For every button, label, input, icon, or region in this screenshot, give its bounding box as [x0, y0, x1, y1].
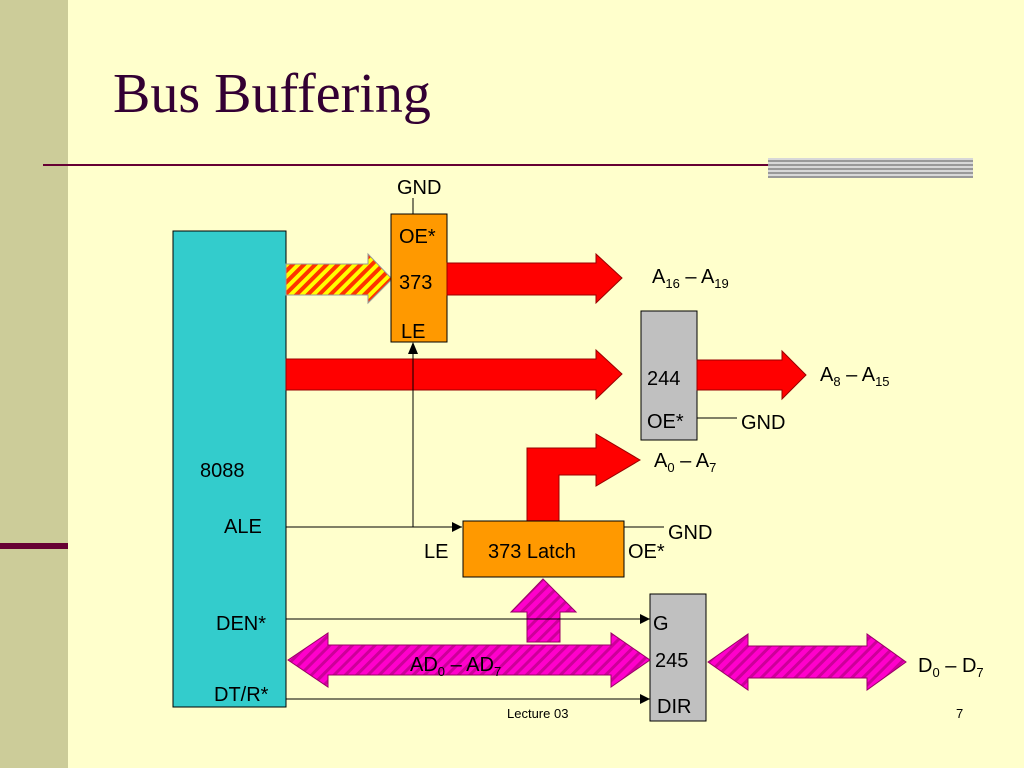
a8-a15-label: A8 – A15 [820, 364, 890, 389]
transceiver-245 [649, 593, 707, 722]
dtr-arrowhead [640, 694, 650, 704]
latch-le-label: LE [424, 541, 448, 563]
upper-373-latch [390, 213, 448, 343]
dtr-pin-label: DT/R* [214, 684, 269, 706]
upper-oe-label: OE* [399, 226, 436, 248]
den-arrowhead [640, 614, 650, 624]
footer-lecture: Lecture 03 [507, 706, 569, 721]
sidebar-accent [0, 543, 68, 549]
latch-gnd-label: GND [668, 522, 712, 544]
buffer-244-oe-label: OE* [647, 411, 684, 433]
latch-373 [462, 520, 625, 578]
transceiver-g-label: G [653, 613, 669, 635]
buffer-244-label: 244 [647, 368, 680, 390]
ad0-ad7-bus-arrow [287, 632, 651, 688]
ad0-ad7-label: AD0 – AD7 [410, 654, 501, 679]
a0-a7-label: A0 – A7 [654, 450, 716, 475]
upper-gnd-label: GND [397, 177, 441, 199]
title-accent-bar [768, 158, 973, 178]
latch-oe-label: OE* [628, 541, 665, 563]
slide-title: Bus Buffering [113, 63, 431, 125]
ale-pin-label: ALE [224, 516, 262, 538]
upper-le-arrowhead [408, 342, 418, 354]
a8-a15-input-arrow [285, 348, 623, 401]
a8-a15-output-arrow [696, 349, 807, 401]
transceiver-dir-label: DIR [657, 696, 691, 718]
upper-le-label: LE [401, 321, 425, 343]
cpu-8088-block [172, 230, 287, 708]
upper-address-input-arrow [285, 252, 393, 305]
buffer-244 [640, 310, 698, 441]
a16-a19-arrow [446, 252, 623, 305]
d0-d7-label: D0 – D7 [918, 655, 984, 680]
den-pin-label: DEN* [216, 613, 266, 635]
a0-a7-arrow [526, 433, 641, 522]
d0-d7-bus-arrow [707, 633, 907, 691]
transceiver-245-label: 245 [655, 650, 688, 672]
a16-a19-label: A16 – A19 [652, 266, 729, 291]
latch-373-label: 373 Latch [488, 541, 576, 563]
sidebar-band [0, 0, 68, 768]
buffer-244-gnd-label: GND [741, 412, 785, 434]
ad-to-latch-arrow [509, 578, 578, 643]
upper-373-label: 373 [399, 272, 432, 294]
ale-arrowhead [452, 522, 462, 532]
cpu-label: 8088 [200, 460, 245, 482]
title-underline [43, 164, 973, 166]
page-number: 7 [956, 706, 964, 721]
